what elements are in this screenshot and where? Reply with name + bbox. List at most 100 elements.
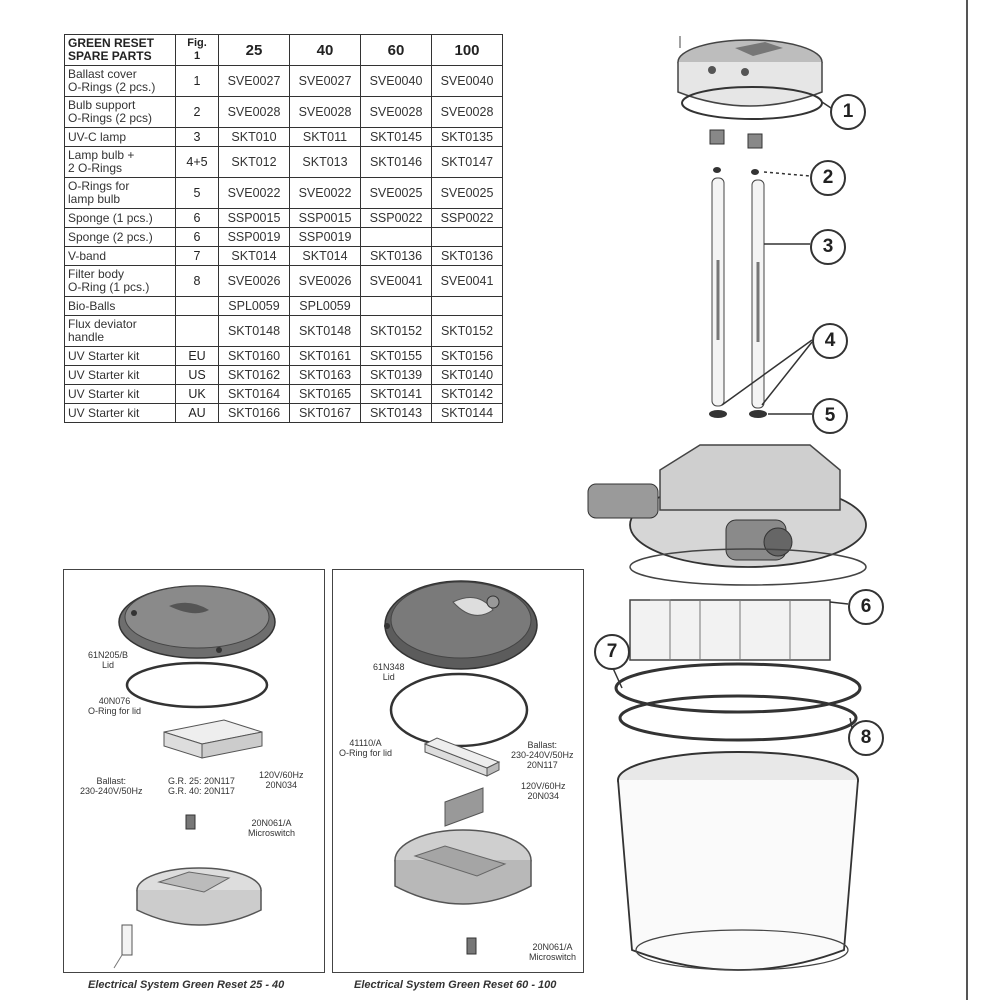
right-lid-code: 61N348 [373,662,405,672]
part-code-100: SKT0142 [431,384,503,404]
part-name-cell: UV-C lamp [64,127,176,147]
part-name-cell: V-band [64,246,176,266]
header-fig-line2: 1 [193,50,201,62]
header-size-40: 40 [289,34,361,66]
part-name-line1: Sponge (1 pcs.) [68,210,153,225]
part-code-25: SSP0019 [218,227,290,247]
fig-cell: 5 [175,177,219,209]
part-name-line2: O-Rings (2 pcs.) [68,80,156,94]
part-code-40: SKT013 [289,146,361,178]
header-title-line1: GREEN RESET [68,36,155,50]
part-name-line2: lamp bulb [68,192,121,206]
part-code-60: SKT0143 [360,403,432,423]
left-120v-code: 20N034 [265,780,298,790]
part-name-cell: UV Starter kit [64,384,176,404]
fig-cell: 6 [175,208,219,228]
part-code-100: SVE0025 [431,177,503,209]
part-code-25: SKT010 [218,127,290,147]
part-code-25: SPL0059 [218,296,290,316]
part-code-40: SVE0028 [289,96,361,128]
part-code-25: SSP0015 [218,208,290,228]
part-name-line1: Bio-Balls [68,298,116,313]
part-code-40: SKT014 [289,246,361,266]
header-title-line2: SPARE PARTS [68,49,152,63]
part-code-25: SVE0028 [218,96,290,128]
part-name-line2: O-Ring (1 pcs.) [68,280,150,294]
part-name-line1: Ballast cover [68,67,137,81]
part-name-line1: Filter body [68,267,125,281]
part-code-60: SKT0146 [360,146,432,178]
left-oring-code: 40N076 [98,696,131,706]
part-code-40: SPL0059 [289,296,361,316]
part-code-60: SVE0040 [360,65,432,97]
callout-2: 2 [810,160,846,196]
right-oring-label: O-Ring for lid [339,748,393,758]
part-code-40: SKT0167 [289,403,361,423]
part-code-25: SKT0160 [218,346,290,366]
callout-4: 4 [812,323,848,359]
part-code-40: SKT0165 [289,384,361,404]
part-code-60: SVE0025 [360,177,432,209]
right-oring-code: 41110/A [349,738,382,748]
fig-cell: AU [175,403,219,423]
part-name-cell: UV Starter kit [64,346,176,366]
part-name-line1: Lamp bulb + [68,148,135,162]
header-size-25: 25 [218,34,290,66]
callout-6: 6 [848,589,884,625]
part-name-cell: Sponge (2 pcs.) [64,227,176,247]
part-code-100: SVE0028 [431,96,503,128]
left-gr40: G.R. 40: 20N117 [168,786,235,796]
left-lid-code: 61N205/B [88,650,129,660]
electrical-box-25-40: 61N205/B Lid 40N076 O-Ring for lid Balla… [63,569,325,973]
fig-cell: 8 [175,265,219,297]
part-code-40: SKT0163 [289,365,361,385]
page-border-line [966,0,968,1000]
left-switch-label: Microswitch [248,828,296,838]
part-name-cell: Sponge (1 pcs.) [64,208,176,228]
right-ballast-code: 20N117 [526,760,558,770]
part-name-line1: UV Starter kit [68,386,140,401]
fig-cell: 6 [175,227,219,247]
part-code-100: SVE0040 [431,65,503,97]
part-code-25: SKT012 [218,146,290,178]
part-code-40: SKT0161 [289,346,361,366]
right-switch-code: 20N061/A [532,942,573,952]
part-code-100: SKT0144 [431,403,503,423]
part-name-line1: Flux deviator [68,317,137,331]
electrical-60-100-drawing [384,580,538,955]
header-size-60: 60 [360,34,432,66]
fig-cell: 1 [175,65,219,97]
fig-cell [175,315,219,347]
header-fig-line1: Fig. [187,37,207,49]
part-code-25: SVE0022 [218,177,290,209]
part-code-25: SKT0164 [218,384,290,404]
part-code-60 [360,227,432,247]
part-name-line1: UV Starter kit [68,405,140,420]
header-title: GREEN RESET SPARE PARTS [64,34,176,66]
left-ballast-label: Ballast: [96,776,127,786]
part-code-40: SSP0015 [289,208,361,228]
part-name-line2: handle [68,330,105,344]
part-code-40: SVE0027 [289,65,361,97]
fig-cell: 4+5 [175,146,219,178]
part-code-100: SVE0041 [431,265,503,297]
part-code-60: SKT0136 [360,246,432,266]
part-code-60: SKT0145 [360,127,432,147]
part-code-25: SKT014 [218,246,290,266]
left-120v: 120V/60Hz [259,770,304,780]
fig-cell: EU [175,346,219,366]
callout-3: 3 [810,229,846,265]
right-ballast-label: Ballast: [527,740,558,750]
left-switch-code: 20N061/A [251,818,292,828]
right-lid-label: Lid [382,672,395,682]
